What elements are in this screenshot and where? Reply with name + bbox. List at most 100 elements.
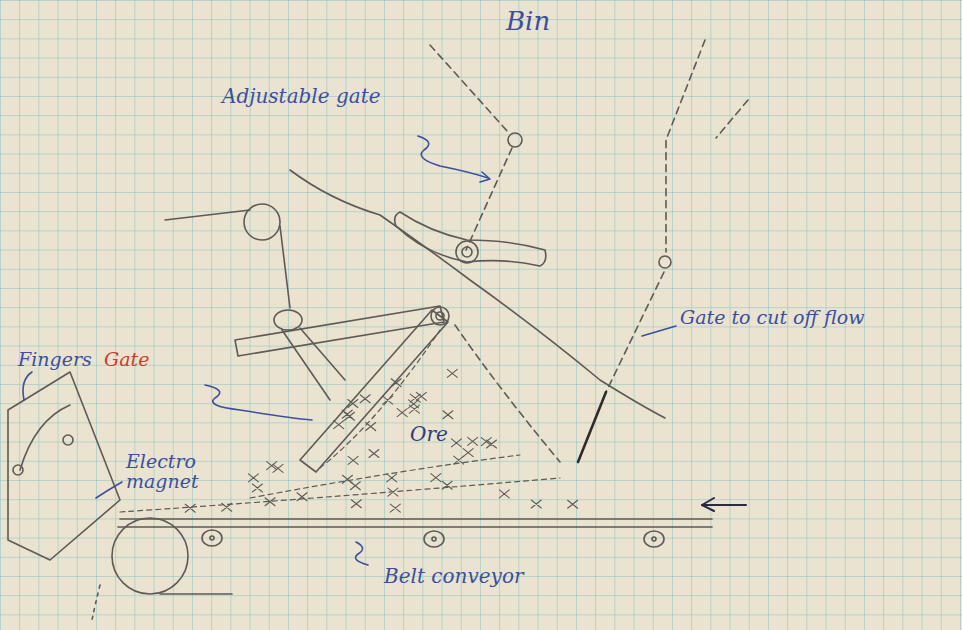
ore-pile <box>120 330 560 512</box>
hoist-pulley <box>282 330 330 400</box>
ore-pile <box>320 330 440 468</box>
flow-arrow <box>702 504 746 506</box>
belt-conveyor <box>92 585 100 620</box>
ore-lump <box>297 493 307 501</box>
ore-surface <box>290 170 665 418</box>
ore-lump <box>447 369 457 377</box>
part-label: Gate to cut off flow <box>680 308 864 328</box>
ore-lump <box>388 488 398 496</box>
gate-hinge <box>508 133 522 147</box>
belt-conveyor <box>118 526 712 528</box>
leader-line <box>205 385 312 420</box>
belt-conveyor <box>210 536 214 540</box>
part-label: Gate <box>104 350 149 370</box>
ore-lump <box>348 456 358 464</box>
bin-wall <box>430 45 508 132</box>
ore-lump <box>185 369 577 512</box>
ore-lump <box>369 450 379 458</box>
hoist-pulley <box>300 328 345 380</box>
leader-line <box>96 482 122 498</box>
ore-lump <box>390 504 400 512</box>
ore-lump <box>454 456 464 464</box>
ore-lump <box>248 474 258 482</box>
ore-lump <box>487 440 497 448</box>
adjustable-gate-lever <box>462 247 472 257</box>
ore-lump <box>366 423 376 431</box>
gate-hinge <box>659 256 671 268</box>
ore-lump <box>252 484 262 492</box>
ore-lump <box>409 405 419 413</box>
ore-lump <box>431 474 441 482</box>
ore-lump <box>499 490 509 498</box>
electro-magnet <box>8 372 120 560</box>
belt-conveyor <box>424 531 444 547</box>
leader-line <box>356 542 368 565</box>
ore-lump <box>416 392 426 400</box>
ore-lump <box>531 500 541 508</box>
belt-conveyor <box>92 518 712 620</box>
ore-lump <box>185 504 195 512</box>
ore-lump <box>351 500 361 508</box>
electro-magnet <box>63 435 73 445</box>
ore-lump <box>342 410 352 418</box>
belt-conveyor <box>652 537 656 541</box>
belt-conveyor <box>432 537 436 541</box>
leader-line <box>480 172 490 182</box>
ore-lump <box>463 449 473 457</box>
ore-lump <box>267 462 277 470</box>
adjustable-gate-lever <box>395 212 546 266</box>
finger-gate-arm <box>431 307 449 325</box>
ore-lump <box>350 482 360 490</box>
leader-line <box>23 136 676 565</box>
ore-lump <box>468 437 478 445</box>
belt-conveyor <box>112 518 188 594</box>
part-label: Belt conveyor <box>384 566 523 587</box>
belt-conveyor <box>644 531 664 547</box>
ore-pile <box>250 455 520 498</box>
ore-lump <box>334 421 344 429</box>
hoist-pulley <box>280 226 290 308</box>
part-label: Adjustable gate <box>222 86 381 107</box>
hoist-pulley <box>274 310 302 330</box>
electro-magnet <box>8 372 120 560</box>
ore-lump <box>383 396 393 404</box>
ore-lump <box>265 498 275 506</box>
part-label: Fingers <box>18 350 92 370</box>
belt-conveyor <box>120 518 712 520</box>
finger-gate-arm <box>235 306 449 472</box>
ore-lump <box>442 481 452 489</box>
adjustable-gate-lever <box>456 241 478 263</box>
leader-line <box>418 136 488 178</box>
part-label: Ore <box>410 424 448 445</box>
ore-lump <box>443 411 453 419</box>
ore-lump <box>391 379 401 387</box>
electro-magnet <box>13 465 23 475</box>
ore-lump <box>222 503 232 511</box>
adjustable-gate-lever <box>395 212 546 266</box>
ore-lump <box>397 409 407 417</box>
ore-lump <box>360 395 370 403</box>
bin-wall <box>455 325 560 462</box>
bin-title: Bin <box>506 8 550 35</box>
ore-lump <box>387 474 397 482</box>
flow-arrow <box>702 498 746 511</box>
hoist-pulley <box>244 204 280 240</box>
bin-wall <box>430 40 748 462</box>
finger-gate-arm <box>436 312 444 320</box>
part-label: Electro magnet <box>126 452 244 492</box>
ore-lump <box>348 399 358 407</box>
belt-conveyor <box>160 593 232 595</box>
gate-hinge <box>508 133 671 268</box>
belt-conveyor <box>202 530 222 546</box>
leader-line <box>642 326 676 336</box>
bin-wall <box>466 148 512 250</box>
finger-gate-arm <box>300 310 448 472</box>
electro-magnet <box>20 405 70 470</box>
leader-line <box>23 372 32 400</box>
hoist-pulley <box>165 210 250 220</box>
bin-wall <box>666 40 705 252</box>
ore-lump <box>568 500 578 508</box>
hoist-pulley <box>165 204 345 400</box>
